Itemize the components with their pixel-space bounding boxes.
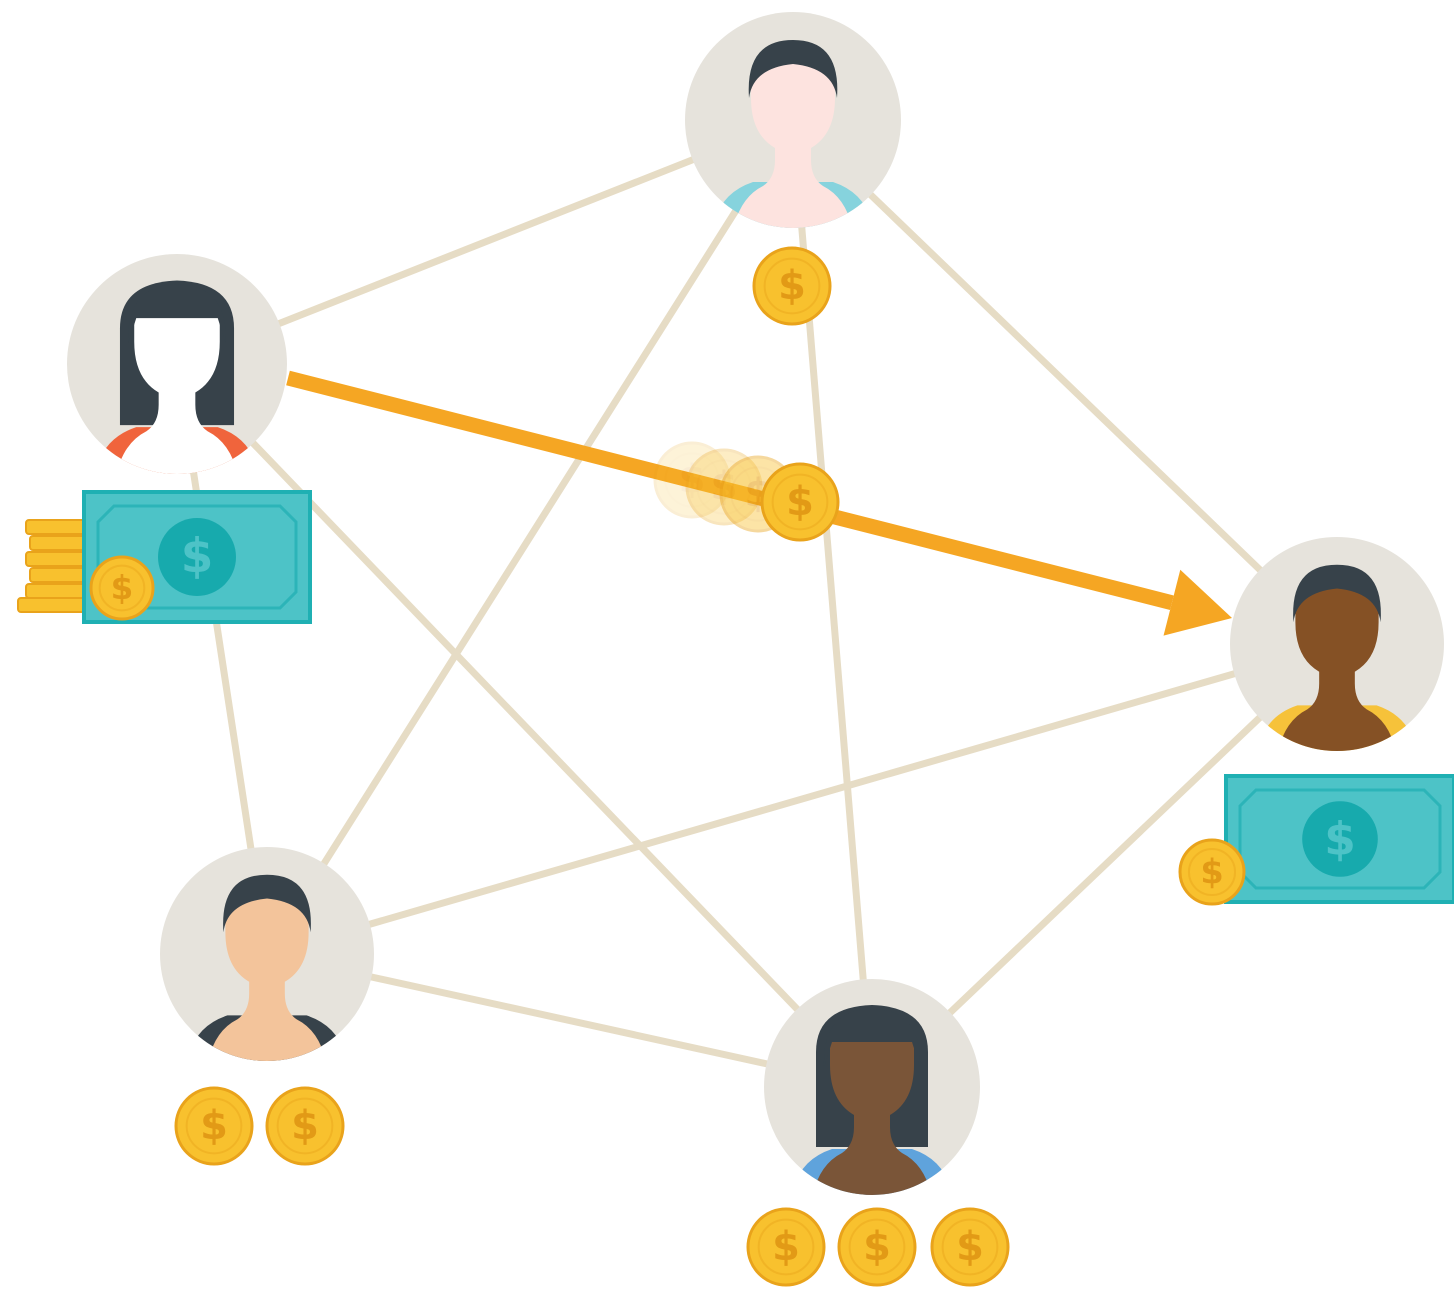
coin-bottom-left-2: $: [265, 1086, 345, 1166]
person-avatar-icon: [790, 1005, 954, 1195]
dollar-symbol: $: [291, 1103, 319, 1149]
dollar-symbol: $: [786, 479, 814, 525]
dollar-symbol: $: [181, 530, 214, 584]
dollar-symbol: $: [1200, 853, 1223, 892]
connection-line-left-bottom: [173, 360, 876, 1091]
person-avatar-icon: [1255, 564, 1419, 751]
coin-motion-trail-2: $: [685, 448, 763, 526]
coin-top-1: $: [752, 246, 832, 326]
coin-bottom-1: $: [746, 1207, 826, 1287]
person-avatar-icon: [185, 874, 349, 1061]
dollar-symbol: $: [956, 1224, 984, 1270]
dollar-symbol: $: [111, 569, 134, 607]
person-avatar-icon: [711, 40, 875, 228]
transfer-arrow-head: [1163, 569, 1232, 636]
banknote-right: $: [1224, 774, 1454, 904]
transfer-arrow-shaft: [286, 370, 1174, 610]
dollar-symbol: $: [710, 465, 737, 510]
coin-left: $: [89, 555, 155, 621]
person-avatar-icon: [93, 280, 261, 474]
person-node-left: [67, 254, 287, 474]
wealth-indicators: $$$$$$$$$$: [17, 246, 1454, 1287]
dollar-symbol: $: [1324, 813, 1356, 866]
connection-line-top-bottom-left: [263, 116, 797, 958]
coin-right-1: $: [1178, 838, 1246, 906]
coin-bottom-3: $: [930, 1207, 1010, 1287]
person-node-right: [1230, 537, 1444, 751]
connection-line-top-left: [173, 116, 797, 368]
coin-motion-trail-1: $: [653, 441, 731, 519]
connection-line-right-bottom-left: [263, 640, 1341, 958]
person-node-top: [685, 12, 901, 228]
connection-line-top-right: [789, 116, 1341, 648]
dollar-symbol: $: [778, 263, 806, 309]
transferring-coin: $: [760, 462, 840, 542]
transfer-arrow-layer: $$$$: [286, 370, 1232, 636]
person-nodes: [67, 12, 1444, 1195]
coin-bottom-2: $: [837, 1207, 917, 1287]
coin-bottom-left-1: $: [174, 1086, 254, 1166]
dollar-symbol: $: [678, 458, 705, 503]
person-node-bottom-left: [160, 847, 374, 1061]
dollar-symbol: $: [863, 1224, 891, 1270]
dollar-symbol: $: [772, 1224, 800, 1270]
person-node-bottom: [764, 979, 980, 1195]
dollar-symbol: $: [200, 1103, 228, 1149]
